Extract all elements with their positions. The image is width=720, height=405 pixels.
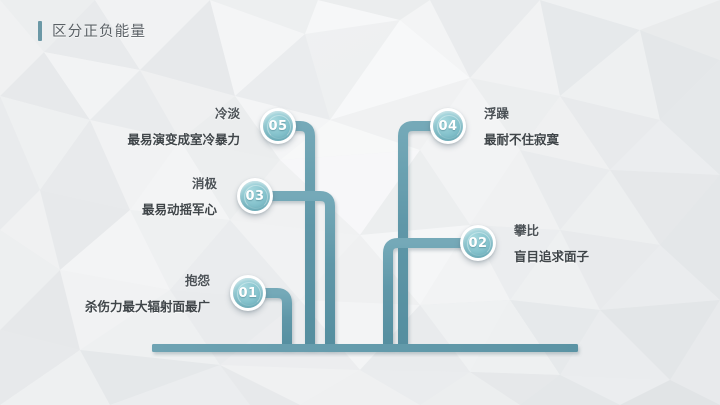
node-label-03: 消极 最易动摇军心 [40,178,217,216]
node-circle-04[interactable]: 04 [430,108,466,144]
node-circle-05[interactable]: 05 [260,108,296,144]
node-label-01-title: 抱怨 [184,274,210,288]
node-label-04-desc: 最耐不住寂寞 [484,132,560,147]
title-label: 区分正负能量 [52,24,147,40]
node-label-04: 浮躁 最耐不住寂寞 [484,108,684,146]
node-disc-05: 05 [263,111,293,141]
node-circle-03[interactable]: 03 [237,178,273,214]
node-label-05: 冷淡 最易演变成室冷暴力 [60,108,240,146]
node-label-03-title: 消极 [191,177,217,191]
node-label-02-desc: 盲目追求面子 [514,249,590,264]
title-accent-bar [38,20,42,41]
node-number-05: 05 [268,118,288,134]
node-circle-01[interactable]: 01 [230,275,266,311]
node-number-04: 04 [438,118,458,134]
node-number-01: 01 [238,285,258,301]
node-label-02: 攀比 盲目追求面子 [514,225,704,263]
node-label-02-title: 攀比 [514,224,540,238]
node-number-03: 03 [245,188,265,204]
node-label-01: 抱怨 杀伤力最大辐射面最广 [30,275,210,313]
node-disc-01: 01 [233,278,263,308]
node-disc-04: 04 [433,111,463,141]
base-bar [152,344,578,352]
node-label-05-desc: 最易演变成室冷暴力 [127,132,240,147]
page-title: 区分正负能量 [38,20,146,41]
node-disc-02: 02 [463,228,493,258]
node-label-03-desc: 最易动摇军心 [141,202,217,217]
node-number-02: 02 [468,235,488,251]
node-label-01-desc: 杀伤力最大辐射面最广 [84,299,210,314]
node-label-04-title: 浮躁 [484,107,510,121]
node-label-05-title: 冷淡 [214,107,240,121]
node-circle-02[interactable]: 02 [460,225,496,261]
node-disc-03: 03 [240,181,270,211]
